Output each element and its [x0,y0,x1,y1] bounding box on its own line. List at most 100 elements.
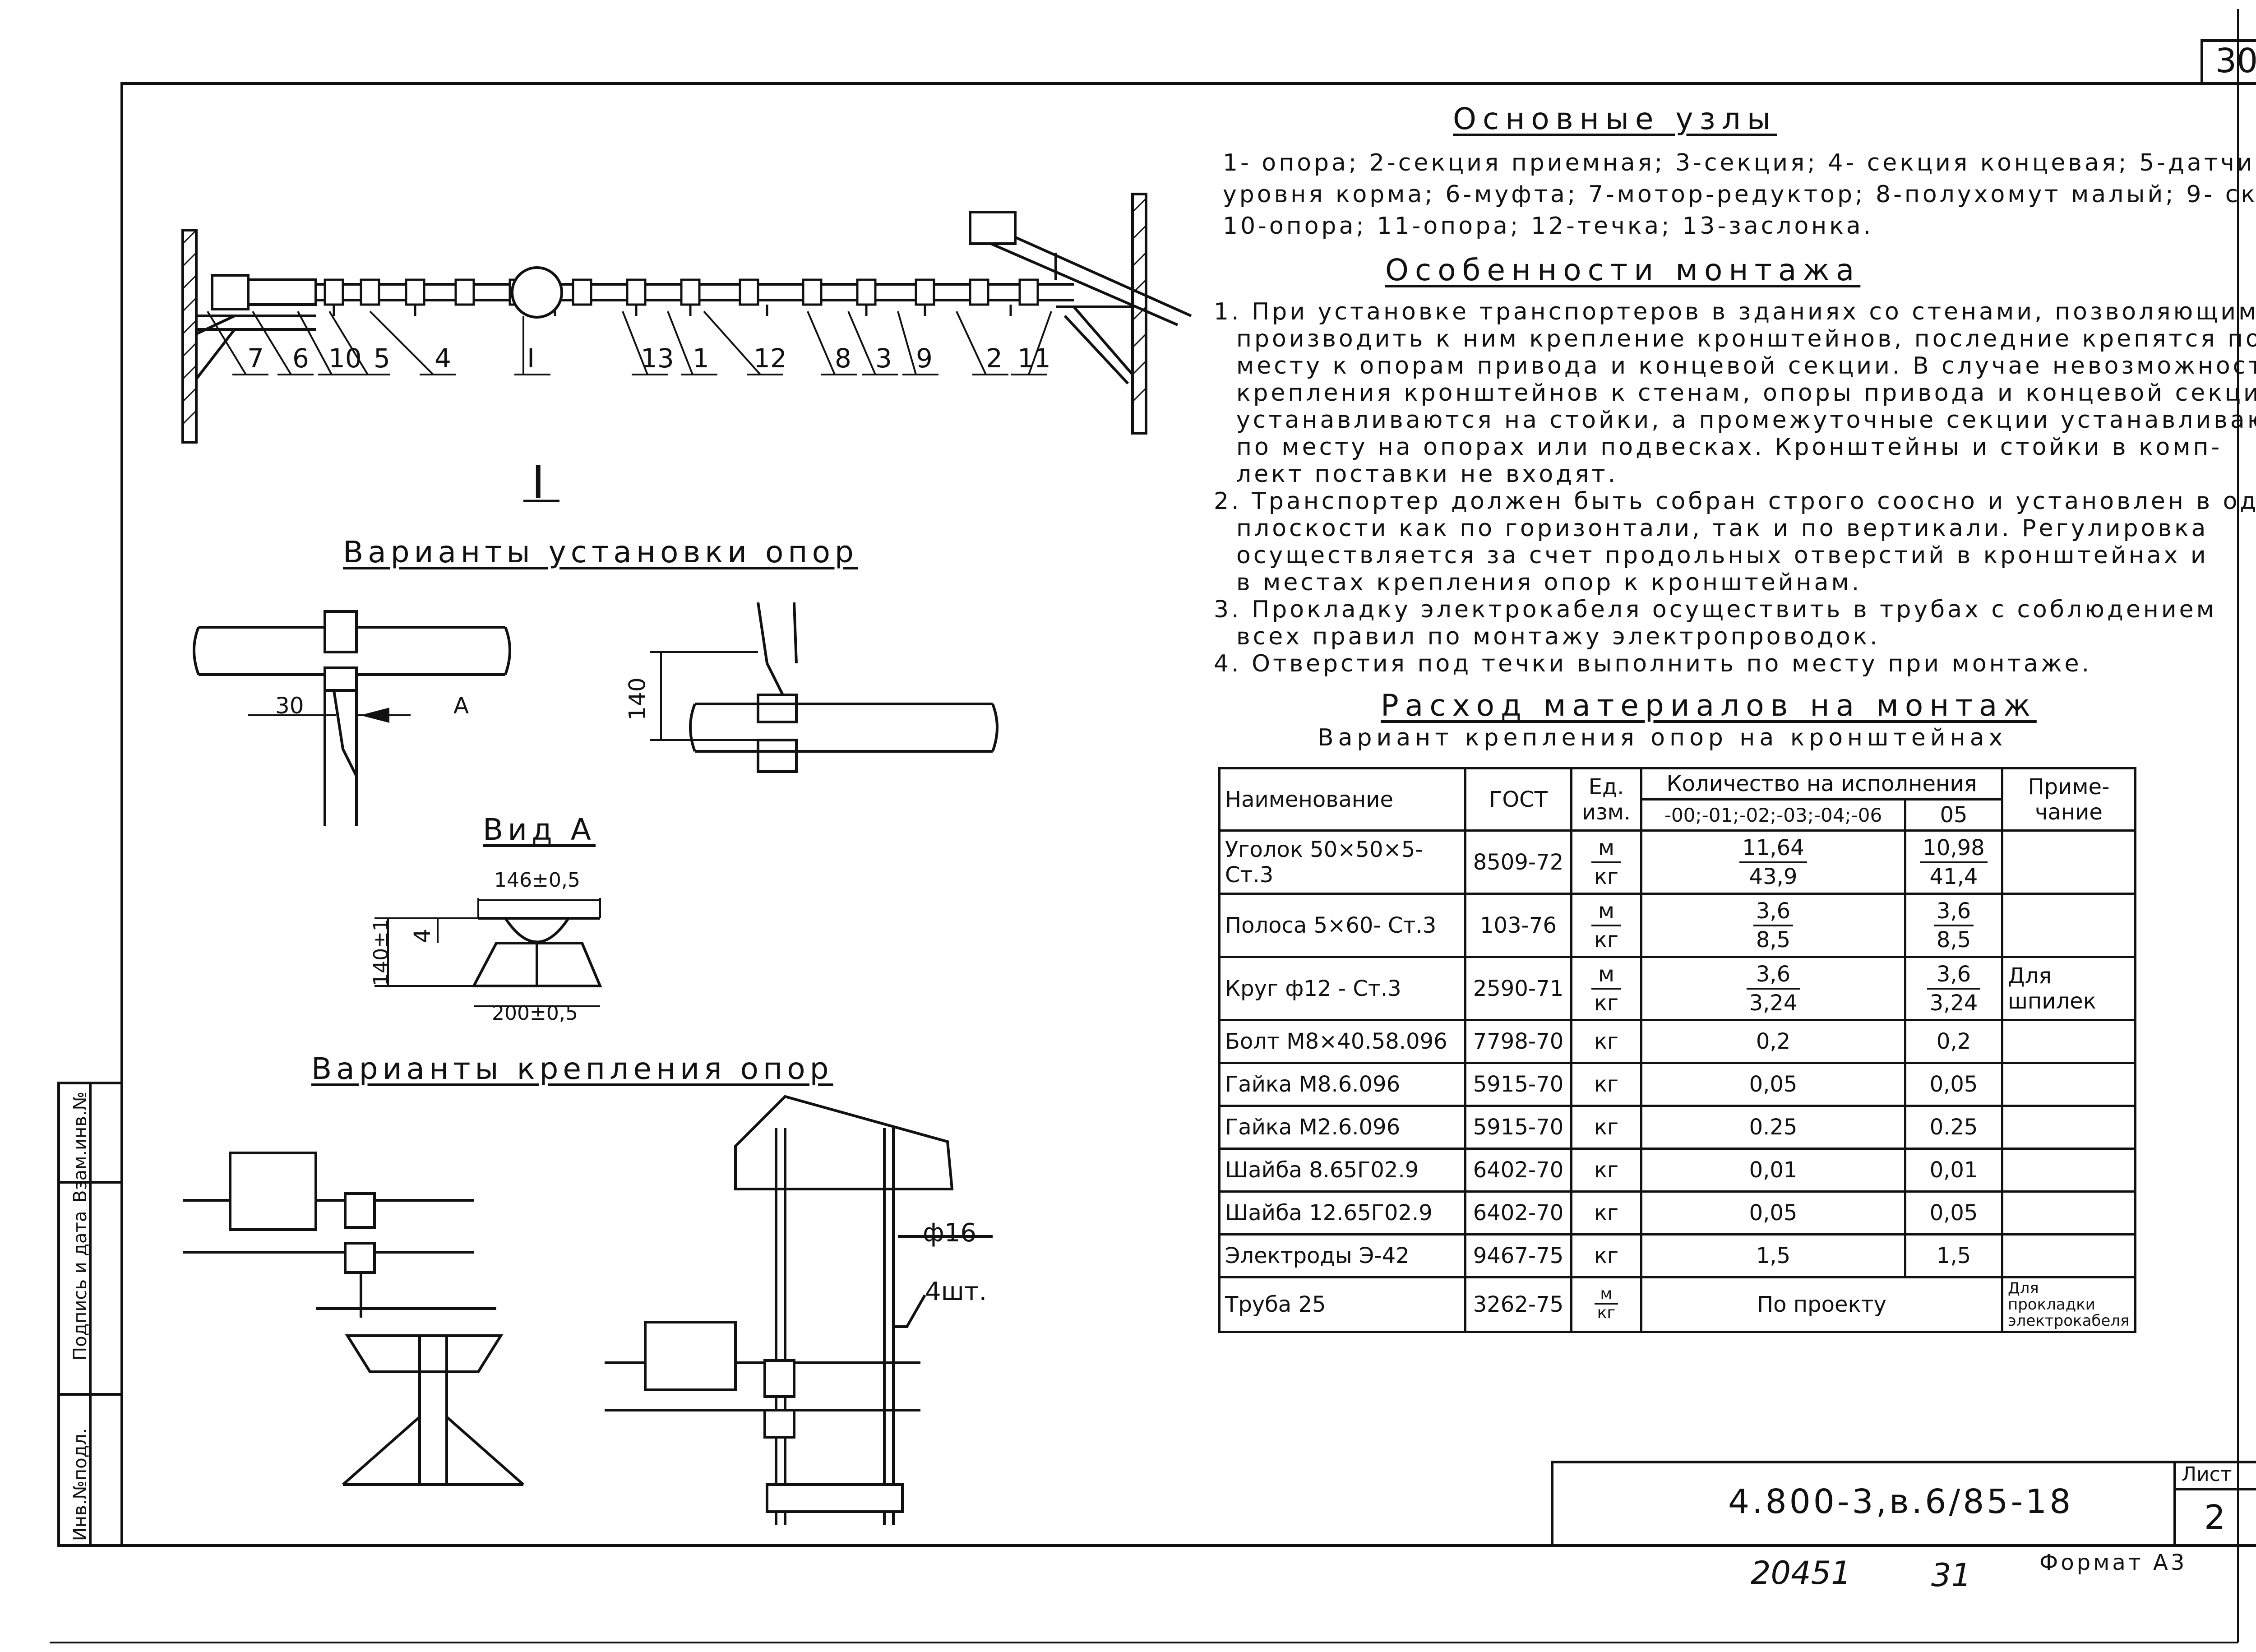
cell-b-bottom: 41,4 [1929,864,1978,889]
table-row: Шайба 8.65Г02.9 6402-70 кг 0,01 0,01 [1218,1148,2136,1193]
callout-2: 2 [986,343,1003,374]
installation-line-1: 1. При установке транспортеров в зданиях… [1214,298,2256,325]
cell-gost: 5915-70 [1464,1105,1572,1150]
table-row: Электроды Э-42 9467-75 кг 1,5 1,5 [1218,1233,2136,1278]
cell-name: Полоса 5×60- Ст.3 [1218,893,1466,958]
handwritten-number-2: 31 [1931,1557,1972,1594]
installation-line-12: 3. Прокладку электрокабеля осуществить в… [1214,596,2217,623]
side-stamp-inv-podl: Инв.№подл. [70,1428,91,1541]
cell-a-top: 3,6 [1746,961,1800,990]
installation-line-14: 4. Отверстия под течки выполнить по мест… [1214,650,2092,677]
cell-name: Болт М8×40.58.096 [1218,1019,1466,1064]
cell-b-bottom: 3,24 [1929,990,1978,1016]
col-header-qty: Количество на исполнения [1640,767,2003,801]
cell-name: Гайка М2.6.096 [1218,1105,1466,1150]
cell-note [2001,829,2136,895]
materials-title: Расход материалов на монтаж [1381,688,2037,723]
col-header-unit: Ед. изм. [1570,767,1642,832]
cell-a-top: 11,64 [1739,834,1807,863]
side-stamp-vzam: Взам.инв.№ [70,1091,91,1203]
cell-unit-top: м [1591,898,1622,926]
cell-a: 0,01 [1640,1148,1906,1193]
callout-1: 1 [693,343,709,374]
cell-a: 0,05 [1640,1190,1906,1236]
fastening-variant-left [183,1152,524,1486]
callout-I: I [527,343,535,374]
sheet-label: Лист [2182,1463,2232,1486]
cell-a: 0,05 [1640,1062,1906,1107]
support-variant-left [193,610,511,826]
dim-a: А [453,693,469,719]
cell-gost: 6402-70 [1464,1148,1572,1193]
installation-line-8: 2. Транспортер должен быть собран строго… [1214,488,2256,515]
cell-b: 0,2 [1904,1019,2003,1064]
dim-30: 30 [275,693,304,719]
cell-gost: 8509-72 [1464,829,1572,895]
callout-13: 13 [641,343,674,374]
sheet-number: 2 [2204,1498,2226,1537]
cell-note: Для шпилек [2001,956,2136,1021]
dim-phi16: ф16 [923,1218,977,1248]
cell-unit-top: м [1594,1286,1618,1305]
table-subheader-row: -00;-01;-02;-03;-04;-06 05 [1220,798,2136,832]
installation-line-10: осуществляется за счет продольных отверс… [1236,542,2209,569]
cell-unit: кг [1570,1062,1642,1107]
dim-140-pm1: 140±1 [369,919,393,986]
cell-note [2001,1190,2136,1236]
cell-b-top: 3,6 [1927,961,1981,990]
cell-b: 0,05 [1904,1062,2003,1107]
callout-12: 12 [754,343,787,374]
installation-line-6: по месту на опорах или подвесках. Кроншт… [1236,434,2223,461]
callout-8: 8 [835,343,851,374]
cell-note [2001,1148,2136,1193]
cell-note: Для прокладки электрокабеля [2001,1276,2136,1333]
callout-9: 9 [916,343,933,374]
cell-a-bottom: 3,24 [1749,990,1798,1016]
title-block [1551,1461,2256,1547]
table-row: Шайба 12.65Г02.9 6402-70 кг 0,05 0,05 [1218,1190,2136,1236]
main-units-line-1: 1- опора; 2-секция приемная; 3-секция; 4… [1223,149,2256,176]
callout-4: 4 [435,343,451,374]
cell-gost: 2590-71 [1464,956,1572,1021]
side-stamp-podpis: Подпись и дата [70,1211,91,1360]
callout-3: 3 [875,343,892,374]
cell-b: 0,01 [1904,1148,2003,1193]
cell-name: Шайба 8.65Г02.9 [1218,1148,1466,1193]
cell-name: Гайка М8.6.096 [1218,1062,1466,1107]
cell-a-top: 3,6 [1753,898,1794,926]
callout-11: 11 [1017,343,1051,374]
dim-140: 140 [624,677,651,721]
handwritten-number-1: 20451 [1751,1555,1851,1592]
cell-unit: кг [1570,1190,1642,1236]
installation-title: Особенности монтажа [1385,253,1861,287]
cell-note [2001,1062,2136,1107]
dim-200: 200±0,5 [492,1002,578,1025]
callout-leaders [207,310,1052,375]
cell-b-top: 3,6 [1933,898,1974,926]
cell-note [2001,1233,2136,1278]
dim-4pcs: 4шт. [925,1277,987,1306]
fastening-variants-title: Варианты крепления опор [311,1051,833,1086]
cell-unit: кг [1570,1019,1642,1064]
col-header-note: Приме- чание [2001,767,2136,832]
cell-unit-top: м [1591,834,1622,863]
support-variant-right [650,602,999,773]
col-header-variant-b: 05 [1904,798,2003,832]
cell-name: Уголок 50×50×5- Ст.3 [1218,829,1466,895]
table-row: Болт М8×40.58.096 7798-70 кг 0,2 0,2 [1218,1019,2136,1064]
col-header-name: Наименование [1218,767,1466,832]
cell-a: По проекту [1640,1276,2003,1333]
dim-146: 146±0,5 [494,869,580,892]
cell-b: 1,5 [1904,1233,2003,1278]
cell-a-bottom: 43,9 [1749,864,1798,889]
cell-unit-bottom: кг [1597,1304,1616,1322]
cell-unit: кг [1570,1105,1642,1150]
cell-unit-top: м [1591,961,1622,990]
materials-subtitle: Вариант крепления опор на кронштейнах [1318,724,2007,751]
cell-a: 0.25 [1640,1105,1906,1150]
